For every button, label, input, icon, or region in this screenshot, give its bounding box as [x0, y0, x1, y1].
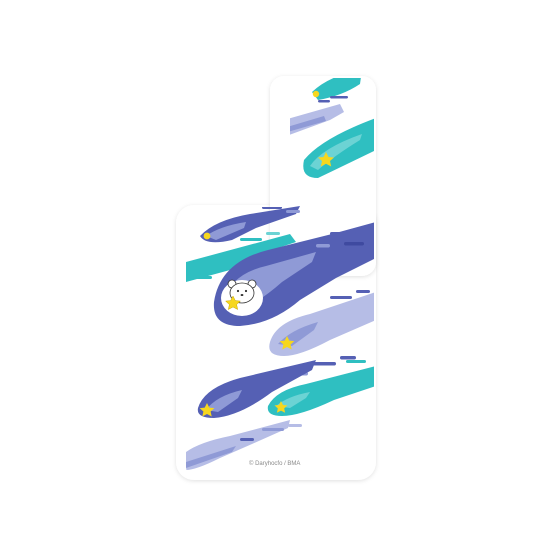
comet-icon — [186, 420, 302, 470]
comet-icon — [267, 360, 374, 416]
comet-icon — [312, 78, 362, 100]
comet-icon — [269, 290, 374, 356]
comet-icon — [186, 232, 296, 282]
star-icon — [225, 295, 241, 310]
polar-bear-icon — [221, 279, 263, 316]
star-icon — [312, 90, 320, 98]
star-icon — [203, 232, 211, 240]
star-icon — [199, 403, 215, 417]
comet-icon — [197, 360, 316, 418]
comet-icon — [213, 222, 374, 326]
star-icon — [274, 401, 288, 413]
copyright-text: © Daryhocfo / BMA — [249, 461, 301, 467]
star-icon — [279, 336, 295, 350]
star-icon — [318, 152, 334, 167]
comet-icon — [303, 118, 374, 178]
